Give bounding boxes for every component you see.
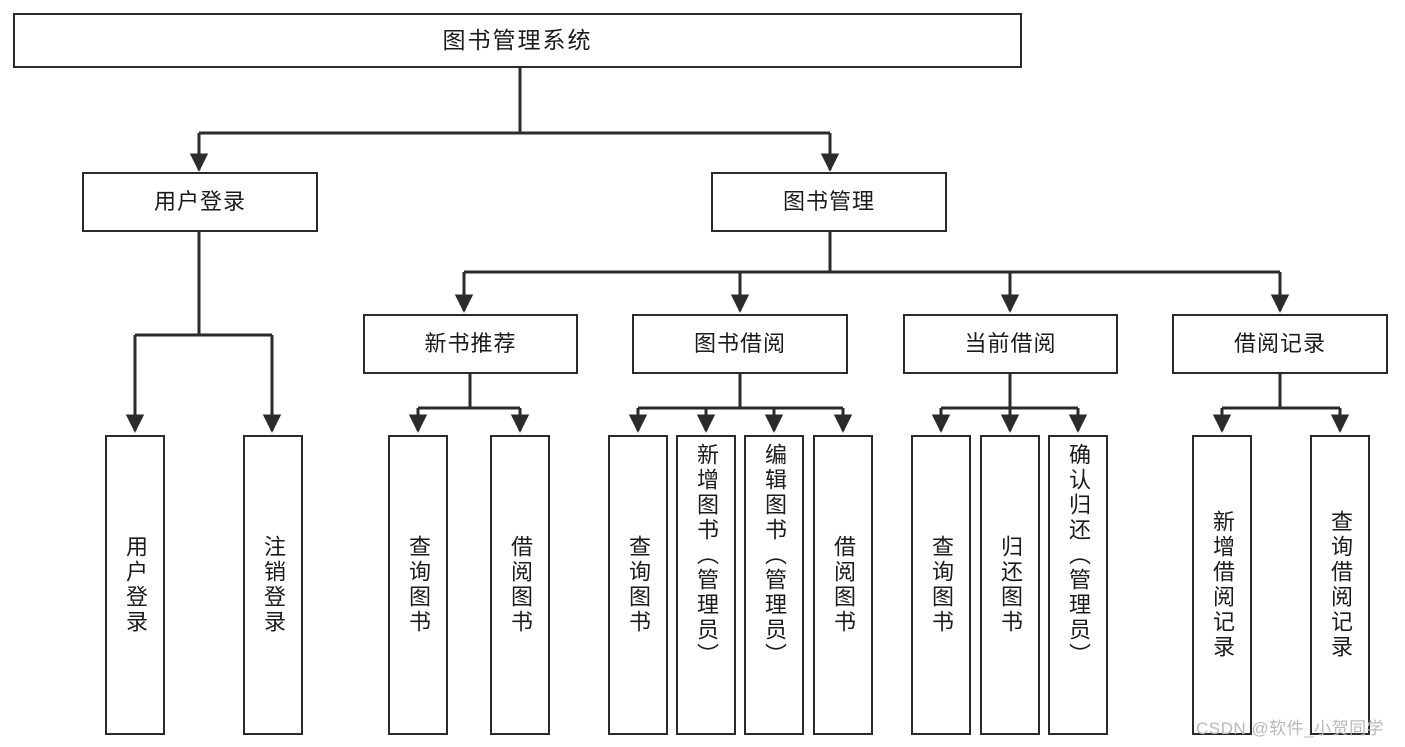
node-leaf-query-book-2[interactable]: 查询图书 (608, 435, 668, 735)
node-root-label: 图书管理系统 (442, 26, 593, 53)
node-leaf-user-login-label: 用户登录 (123, 535, 148, 635)
node-leaf-return-book-label: 归还图书 (998, 535, 1023, 635)
node-leaf-confirm-return-label: 确认归还（管理员） (1066, 443, 1091, 668)
node-leaf-add-book[interactable]: 新增图书（管理员） (676, 435, 736, 735)
node-book-manage-label: 图书管理 (782, 189, 875, 215)
node-leaf-edit-book[interactable]: 编辑图书（管理员） (744, 435, 804, 735)
node-leaf-add-record-label: 新增借阅记录 (1210, 510, 1235, 660)
node-book-manage[interactable]: 图书管理 (711, 172, 947, 232)
node-user-login[interactable]: 用户登录 (82, 172, 318, 232)
node-current-borrow[interactable]: 当前借阅 (903, 314, 1118, 374)
node-new-book-recommend-label: 新书推荐 (424, 331, 517, 357)
node-new-book-recommend[interactable]: 新书推荐 (363, 314, 578, 374)
node-leaf-query-record[interactable]: 查询借阅记录 (1310, 435, 1370, 735)
node-leaf-query-book-2-label: 查询图书 (626, 535, 651, 635)
node-leaf-query-book-3-label: 查询图书 (929, 535, 954, 635)
csdn-watermark: CSDN @软件_小贺同学 (1196, 719, 1385, 738)
node-leaf-query-book-3[interactable]: 查询图书 (911, 435, 971, 735)
node-leaf-logout-login-label: 注销登录 (261, 535, 286, 635)
node-root[interactable]: 图书管理系统 (13, 13, 1022, 68)
node-leaf-logout-login[interactable]: 注销登录 (243, 435, 303, 735)
node-leaf-edit-book-label: 编辑图书（管理员） (762, 443, 787, 668)
node-current-borrow-label: 当前借阅 (964, 331, 1057, 357)
node-borrow-record[interactable]: 借阅记录 (1172, 314, 1388, 374)
node-leaf-borrow-book-2-label: 借阅图书 (831, 535, 856, 635)
node-leaf-borrow-book-1[interactable]: 借阅图书 (490, 435, 550, 735)
node-book-borrow-label: 图书借阅 (693, 331, 786, 357)
node-borrow-record-label: 借阅记录 (1233, 331, 1326, 357)
node-user-login-label: 用户登录 (153, 189, 246, 215)
node-leaf-user-login[interactable]: 用户登录 (105, 435, 165, 735)
node-book-borrow[interactable]: 图书借阅 (632, 314, 848, 374)
node-leaf-query-book-1[interactable]: 查询图书 (388, 435, 448, 735)
node-leaf-borrow-book-2[interactable]: 借阅图书 (813, 435, 873, 735)
node-leaf-add-book-label: 新增图书（管理员） (694, 443, 719, 668)
node-leaf-query-book-1-label: 查询图书 (406, 535, 431, 635)
node-leaf-confirm-return[interactable]: 确认归还（管理员） (1048, 435, 1108, 735)
node-leaf-borrow-book-1-label: 借阅图书 (508, 535, 533, 635)
node-leaf-add-record[interactable]: 新增借阅记录 (1192, 435, 1252, 735)
node-leaf-return-book[interactable]: 归还图书 (980, 435, 1040, 735)
node-leaf-query-record-label: 查询借阅记录 (1328, 510, 1353, 660)
